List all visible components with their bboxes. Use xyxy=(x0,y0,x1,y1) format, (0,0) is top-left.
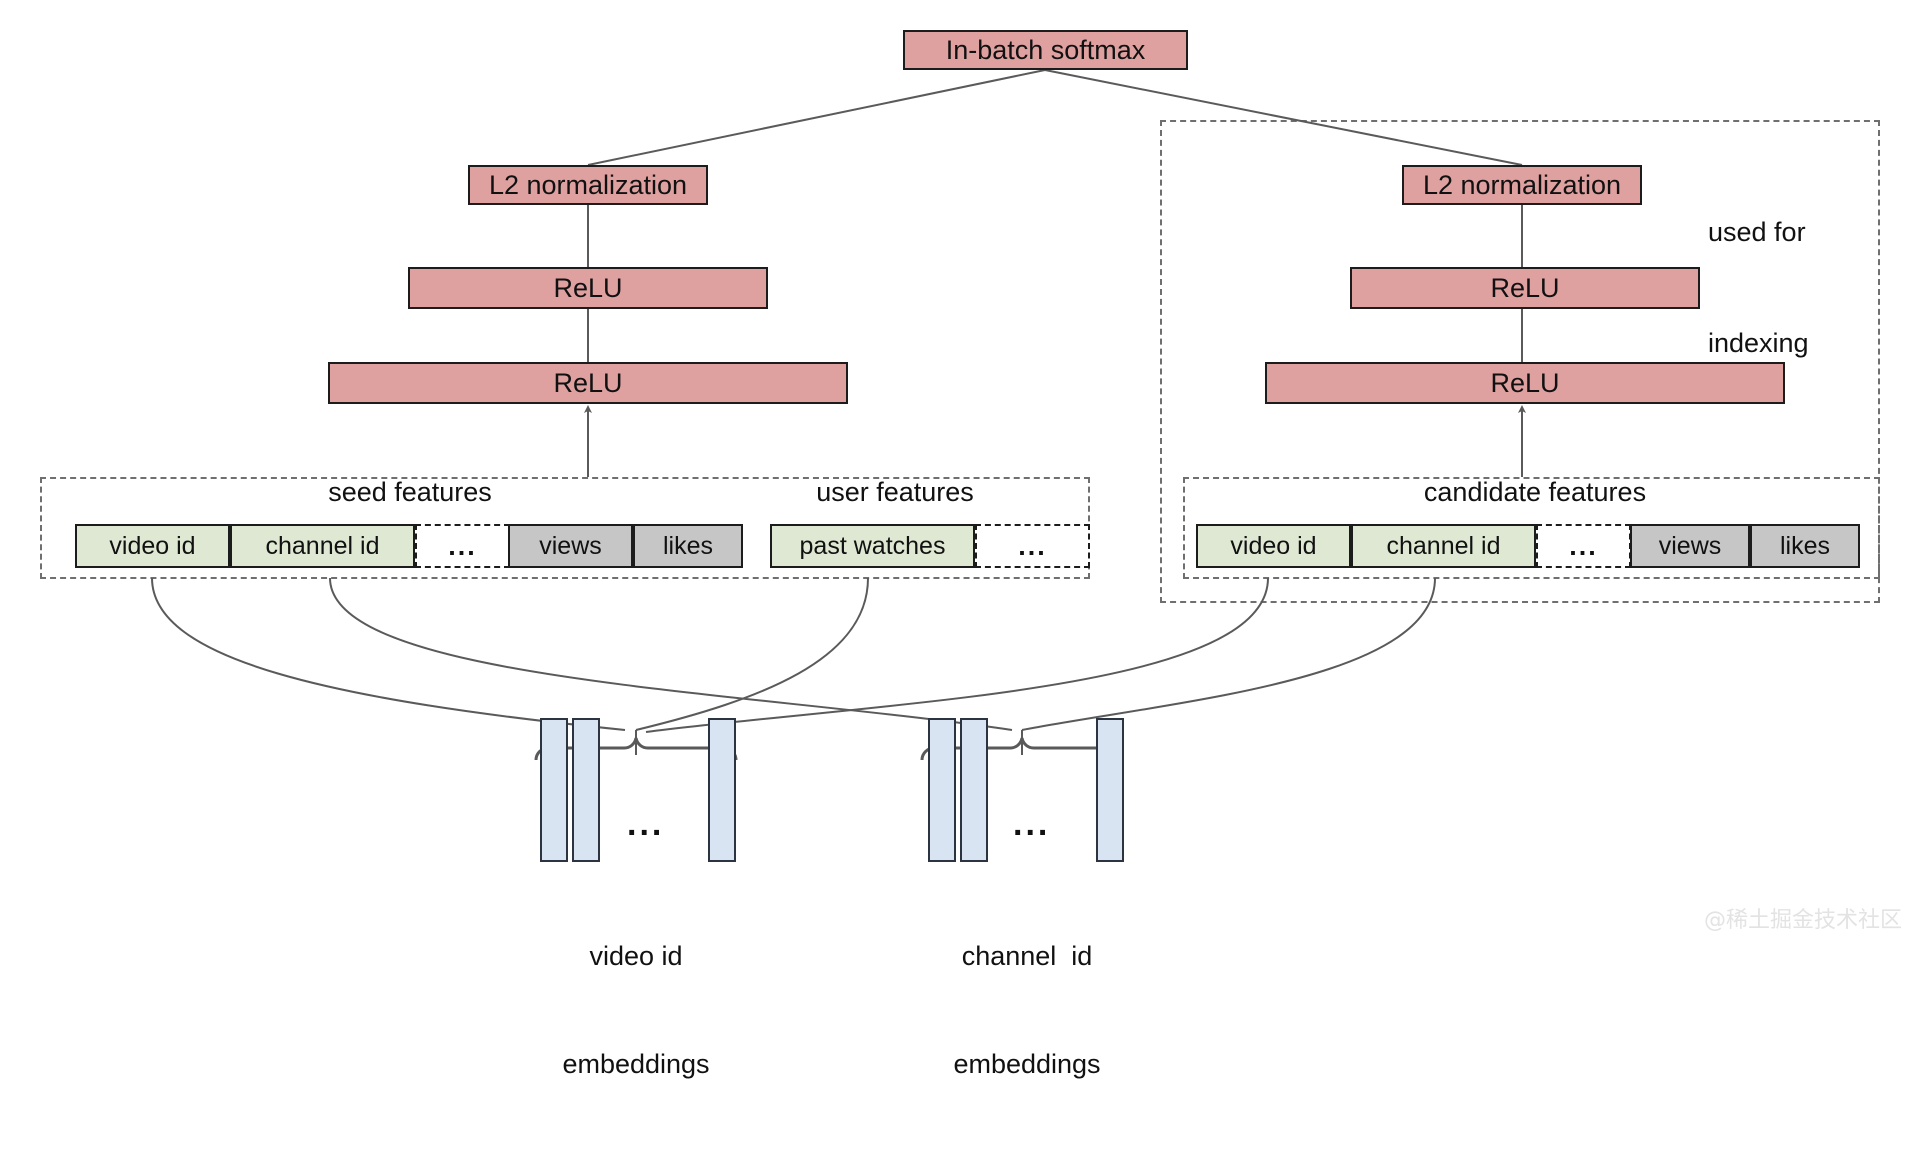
user-features-caption: user features xyxy=(816,477,974,507)
right-relu-lower-node[interactable]: ReLU xyxy=(1265,362,1785,404)
left-relu-lower-node[interactable]: ReLU xyxy=(328,362,848,404)
candidate-features-caption: candidate features xyxy=(1423,477,1647,507)
left-relu-lower-label: ReLU xyxy=(553,367,623,398)
used-for-indexing-line1: used for xyxy=(1708,217,1806,247)
left-l2-normalization-node[interactable]: L2 normalization xyxy=(468,165,708,205)
seed-field-video-id[interactable]: video id xyxy=(75,524,230,568)
video-embeddings-caption-line2: embeddings xyxy=(562,1049,710,1079)
in-batch-softmax-node[interactable]: In-batch softmax xyxy=(903,30,1188,70)
candidate-field-video-id[interactable]: video id xyxy=(1196,524,1351,568)
video-embeddings-caption-line1: video id xyxy=(589,941,683,971)
channel-embedding-dots: ... xyxy=(1013,805,1051,843)
left-l2-normalization-label: L2 normalization xyxy=(488,169,688,200)
in-batch-softmax-label: In-batch softmax xyxy=(945,34,1146,65)
candidate-field-channel-id-label: channel id xyxy=(1386,531,1501,560)
video-embedding-column-1 xyxy=(540,718,568,862)
watermark: @稀土掘金技术社区 xyxy=(1703,908,1902,933)
candidate-features-group xyxy=(1183,477,1880,579)
candidate-field-likes-label: likes xyxy=(1779,531,1830,560)
candidate-field-ellipsis: ... xyxy=(1536,524,1631,568)
seed-field-channel-id[interactable]: channel id xyxy=(230,524,415,568)
candidate-field-likes[interactable]: likes xyxy=(1750,524,1860,568)
user-field-ellipsis: ... xyxy=(975,524,1090,568)
channel-embeddings-caption-line1: channel id xyxy=(961,941,1093,971)
user-field-past-watches-label: past watches xyxy=(799,531,946,560)
right-relu-upper-node[interactable]: ReLU xyxy=(1350,267,1700,309)
diagram-canvas: In-batch softmax L2 normalization ReLU R… xyxy=(40,30,1902,1079)
video-embedding-dots: ... xyxy=(627,805,665,843)
right-l2-normalization-label: L2 normalization xyxy=(1422,169,1622,200)
candidate-field-video-id-label: video id xyxy=(1230,531,1317,560)
user-field-ellipsis-label: ... xyxy=(1018,530,1047,561)
channel-embedding-column-1 xyxy=(928,718,956,862)
video-embedding-column-2 xyxy=(572,718,600,862)
seed-features-caption: seed features xyxy=(328,477,492,507)
seed-field-channel-id-label: channel id xyxy=(265,531,380,560)
channel-embeddings-caption: channel id embeddings xyxy=(892,866,1162,1154)
seed-field-ellipsis-label: ... xyxy=(448,530,477,561)
channel-embedding-column-3 xyxy=(1096,718,1124,862)
candidate-field-views[interactable]: views xyxy=(1630,524,1750,568)
video-embedding-column-3 xyxy=(708,718,736,862)
used-for-indexing-note: used for indexing xyxy=(1708,140,1809,436)
seed-field-views[interactable]: views xyxy=(508,524,633,568)
seed-field-ellipsis: ... xyxy=(415,524,510,568)
seed-field-video-id-label: video id xyxy=(109,531,196,560)
left-relu-upper-label: ReLU xyxy=(553,272,623,303)
seed-field-likes[interactable]: likes xyxy=(633,524,743,568)
user-field-past-watches[interactable]: past watches xyxy=(770,524,975,568)
channel-embeddings-caption-line2: embeddings xyxy=(953,1049,1101,1079)
right-relu-upper-label: ReLU xyxy=(1490,272,1560,303)
candidate-field-channel-id[interactable]: channel id xyxy=(1351,524,1536,568)
left-relu-upper-node[interactable]: ReLU xyxy=(408,267,768,309)
used-for-indexing-line2: indexing xyxy=(1708,328,1809,358)
candidate-field-ellipsis-label: ... xyxy=(1569,530,1598,561)
seed-field-views-label: views xyxy=(539,531,602,560)
channel-embedding-column-2 xyxy=(960,718,988,862)
video-embeddings-caption: video id embeddings xyxy=(506,866,766,1154)
seed-field-likes-label: likes xyxy=(662,531,713,560)
candidate-field-views-label: views xyxy=(1658,531,1722,560)
right-relu-lower-label: ReLU xyxy=(1490,367,1560,398)
right-l2-normalization-node[interactable]: L2 normalization xyxy=(1402,165,1642,205)
